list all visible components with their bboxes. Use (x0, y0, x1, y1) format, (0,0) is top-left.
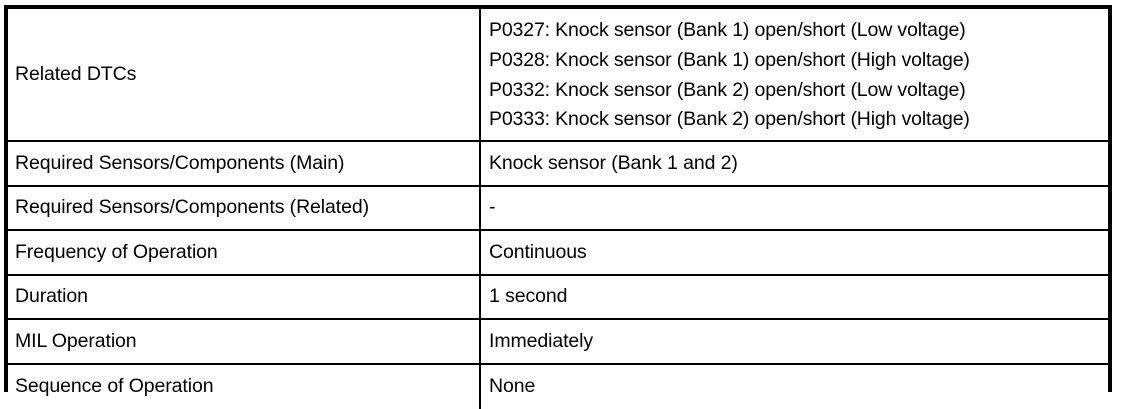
cell-value-text: Knock sensor (Bank 1 and 2) (489, 151, 738, 174)
cell-label-text: Required Sensors/Components (Main) (15, 151, 345, 174)
cell-label-text: Related DTCs (15, 63, 137, 85)
cell-value-text: None (489, 375, 536, 397)
cell-label-text: Duration (15, 285, 88, 308)
page-canvas: Related DTCs P0327: Knock sensor (Bank 1… (4, 5, 1112, 409)
dtc-code-list: P0327: Knock sensor (Bank 1) open/short … (481, 14, 1108, 134)
row-value-frequency-of-operation: Continuous (480, 230, 1108, 276)
dtc-line-p0332: P0332: Knock sensor (Bank 2) open/short … (489, 78, 966, 101)
row-value-mil-operation: Immediately (480, 319, 1108, 365)
cell-value-text: 1 second (489, 285, 568, 308)
row-label-duration: Duration (8, 274, 481, 320)
row-value-required-sensors-related: - (480, 185, 1108, 231)
table-row: Duration 1 second (8, 274, 1108, 320)
diagnostic-spec-table: Related DTCs P0327: Knock sensor (Bank 1… (4, 5, 1112, 409)
dtc-line-p0327: P0327: Knock sensor (Bank 1) open/short … (489, 19, 966, 42)
row-value-related-dtcs: P0327: Knock sensor (Bank 1) open/short … (480, 9, 1108, 142)
table-row: MIL Operation Immediately (8, 319, 1108, 365)
row-label-mil-operation: MIL Operation (8, 319, 481, 365)
cell-value-text: - (489, 196, 496, 219)
row-label-required-sensors-related: Required Sensors/Components (Related) (8, 185, 481, 231)
table-row: Sequence of Operation None (8, 363, 1108, 409)
row-label-sequence-of-operation: Sequence of Operation (8, 363, 481, 409)
cell-label-text: Sequence of Operation (15, 375, 214, 397)
table-row: Required Sensors/Components (Main) Knock… (8, 141, 1108, 187)
row-label-related-dtcs: Related DTCs (8, 9, 481, 142)
row-value-required-sensors-main: Knock sensor (Bank 1 and 2) (480, 141, 1108, 187)
table-row: Required Sensors/Components (Related) - (8, 185, 1108, 231)
table-row: Frequency of Operation Continuous (8, 230, 1108, 276)
row-value-sequence-of-operation: None (480, 363, 1108, 409)
row-label-required-sensors-main: Required Sensors/Components (Main) (8, 141, 481, 187)
cell-label-text: Required Sensors/Components (Related) (15, 196, 369, 219)
row-value-duration: 1 second (480, 274, 1108, 320)
cell-label-text: MIL Operation (15, 329, 137, 352)
table-row: Related DTCs P0327: Knock sensor (Bank 1… (8, 9, 1108, 142)
spec-grid: Related DTCs P0327: Knock sensor (Bank 1… (8, 9, 1108, 409)
cell-label-text: Frequency of Operation (15, 240, 218, 263)
dtc-line-p0333: P0333: Knock sensor (Bank 2) open/short … (489, 108, 970, 131)
dtc-line-p0328: P0328: Knock sensor (Bank 1) open/short … (489, 48, 970, 71)
cell-value-text: Continuous (489, 240, 587, 263)
row-label-frequency-of-operation: Frequency of Operation (8, 230, 481, 276)
cell-value-text: Immediately (489, 329, 594, 352)
